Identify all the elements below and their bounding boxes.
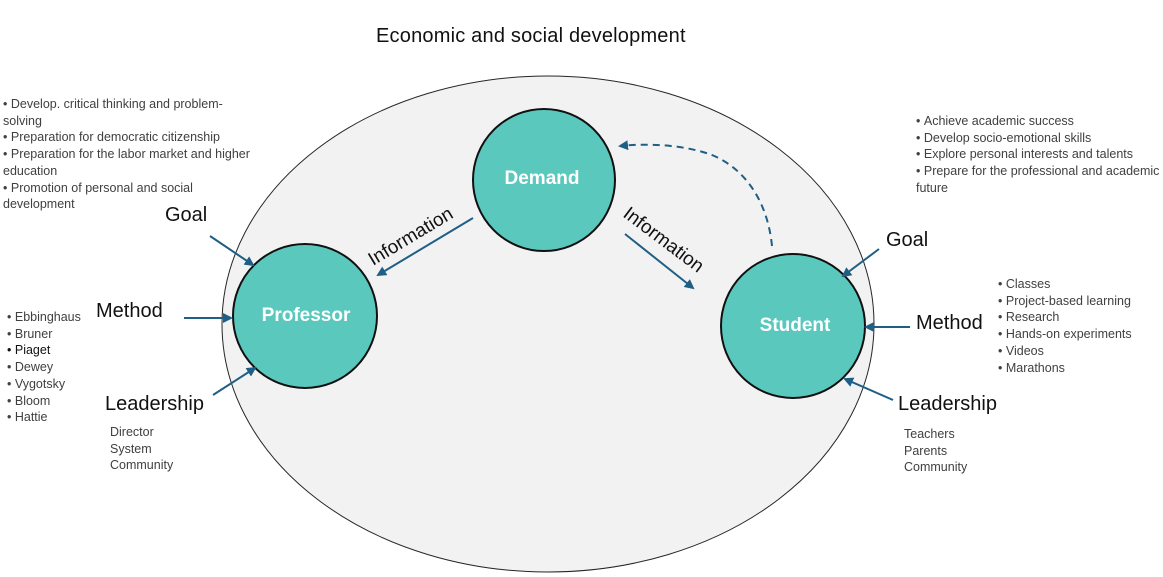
demand-to-student-arrow xyxy=(624,233,695,290)
list-item: Teachers xyxy=(904,427,955,441)
professor-node[interactable] xyxy=(232,243,378,389)
list-item: Piaget xyxy=(7,342,97,359)
list-item: Bruner xyxy=(7,326,97,343)
student-goal-arrow xyxy=(841,248,880,278)
demand-to-professor-arrow xyxy=(376,217,474,277)
list-item: Develop socio-emotional skills xyxy=(916,130,1161,147)
list-item: Promotion of personal and social develop… xyxy=(3,180,253,213)
student-leadership-arrow xyxy=(843,377,894,401)
list-item: Videos xyxy=(998,343,1158,360)
professor-leadership-arrow xyxy=(212,366,257,396)
list-item: Develop. critical thinking and problem-s… xyxy=(3,96,253,129)
list-item: Director xyxy=(110,425,154,439)
list-item: Prepare for the professional and academi… xyxy=(916,163,1161,196)
professor-method-label: Method xyxy=(96,300,163,322)
student-goals-list: Achieve academic success Develop socio-e… xyxy=(916,113,1161,197)
list-item: Community xyxy=(904,460,968,475)
list-item: Classes xyxy=(998,276,1158,293)
student-goal-label: Goal xyxy=(886,229,929,251)
demand-node[interactable] xyxy=(472,108,616,252)
student-leadership-list: Teachers Parents Community xyxy=(904,426,967,476)
student-leadership-label: Leadership xyxy=(898,393,997,415)
student-to-demand-dashed-arrow xyxy=(618,140,773,247)
list-item: Hands-on experiments xyxy=(998,326,1158,343)
list-item: Preparation for the labor market and hig… xyxy=(3,146,253,179)
professor-methods-list: Ebbinghaus Bruner Piaget Dewey Vygotsky … xyxy=(7,309,97,426)
list-item: Bloom xyxy=(7,393,97,410)
professor-node-label: Professor xyxy=(262,305,351,326)
student-node-label: Student xyxy=(760,315,831,336)
professor-leadership-list: Director System Community xyxy=(110,424,173,474)
development-ellipse xyxy=(221,75,875,573)
student-methods-list: Classes Project-based learning Research … xyxy=(998,276,1158,376)
professor-goal-arrow xyxy=(209,235,255,267)
student-method-label: Method xyxy=(916,312,983,334)
list-item: Research xyxy=(998,309,1158,326)
professor-leadership-label: Leadership xyxy=(105,393,204,415)
list-item: Explore personal interests and talents xyxy=(916,146,1161,163)
list-item: Parents xyxy=(904,443,948,458)
list-item: System xyxy=(110,441,152,456)
diagram-title: Economic and social development xyxy=(376,25,686,47)
list-item: Marathons xyxy=(998,360,1158,377)
list-item: Community xyxy=(110,458,174,473)
professor-goals-list: Develop. critical thinking and problem-s… xyxy=(3,96,253,213)
professor-goal-label: Goal xyxy=(165,204,208,226)
list-item: Achieve academic success xyxy=(916,113,1161,130)
list-item: Dewey xyxy=(7,359,97,376)
list-item: Hattie xyxy=(7,409,97,426)
list-item: Preparation for democratic citizenship xyxy=(3,129,253,146)
list-item: Project-based learning xyxy=(998,293,1158,310)
list-item: Vygotsky xyxy=(7,376,97,393)
demand-node-label: Demand xyxy=(505,168,580,189)
list-item: Ebbinghaus xyxy=(7,309,97,326)
